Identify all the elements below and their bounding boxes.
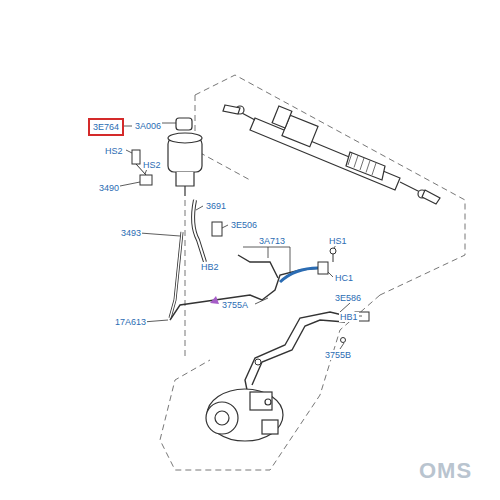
callout-number: 3490 [98, 183, 120, 193]
callout-number: HB2 [200, 262, 220, 272]
callout-number: 3A713 [258, 236, 286, 246]
callout-number: HS1 [328, 236, 348, 246]
callout-number: 3493 [120, 228, 142, 238]
callout-number: HS2 [142, 160, 162, 170]
callout-number: HB1 [339, 312, 359, 322]
callout-number: 3A006 [134, 121, 162, 131]
callout-number: HC1 [334, 273, 354, 283]
callout-number: 3755B [324, 350, 352, 360]
callout-number: 3E506 [230, 220, 258, 230]
callout-number: HS2 [104, 146, 124, 156]
callout-number: 3755A [221, 300, 249, 310]
callout-number: 17A613 [114, 317, 147, 327]
watermark: OMS [418, 460, 473, 482]
callout-number: 3691 [205, 201, 227, 211]
callout-number: 3E586 [334, 293, 362, 303]
highlight-box: 3E764 [88, 118, 124, 136]
part-number: 3E764 [93, 122, 119, 132]
